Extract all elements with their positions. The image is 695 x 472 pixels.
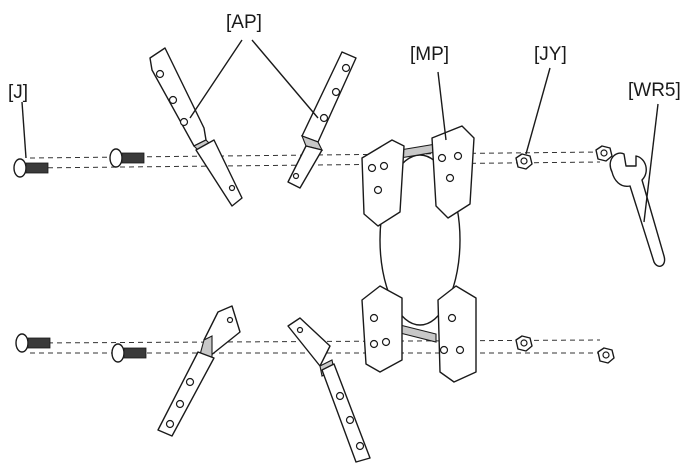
wrench (609, 152, 666, 267)
leader-lines (21, 39, 659, 223)
screw-upper-far (13, 158, 49, 178)
label-j: [J] (8, 82, 28, 103)
label-ap: [AP] (226, 12, 262, 33)
nut-upper-far (595, 145, 613, 162)
label-jy: [JY] (534, 44, 567, 65)
assembly-axis-lines (29, 151, 601, 354)
label-mp: [MP] (410, 44, 449, 65)
nut-lower-near (515, 335, 533, 352)
adapter-plate-lower-left (157, 305, 241, 437)
nut-upper-near (515, 153, 533, 170)
adapter-plate-lower-right (287, 317, 371, 463)
label-wr5: [WR5] (628, 80, 681, 101)
mounting-plate (361, 125, 477, 383)
screw-lower-far (15, 333, 51, 353)
part-labels: [AP] [MP] [JY] [J] [WR5] (8, 12, 681, 103)
adapter-plate-upper-left (149, 47, 243, 207)
screw-lower-near (111, 343, 147, 363)
nut-lower-far (597, 347, 615, 364)
screw-upper-near (109, 148, 145, 168)
adapter-plate-upper-right (287, 51, 357, 189)
